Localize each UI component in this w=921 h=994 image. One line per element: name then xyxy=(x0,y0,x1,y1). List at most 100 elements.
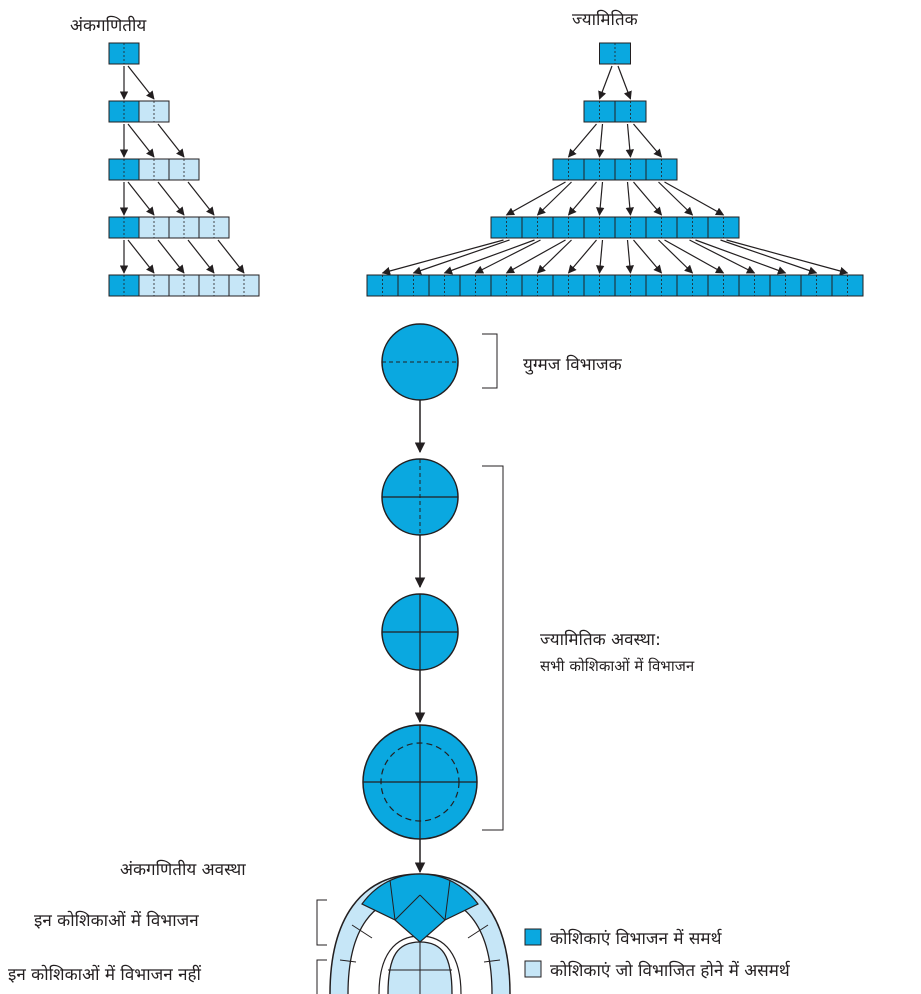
dividing-cell xyxy=(490,216,523,239)
dividing-cell xyxy=(707,274,740,297)
geometric-growth-diagram xyxy=(366,42,864,297)
dividing-cell xyxy=(769,274,802,297)
dividing-cell xyxy=(583,158,616,181)
legend-dividing-swatch xyxy=(524,928,542,946)
dividing-cell xyxy=(583,274,616,297)
division-arrow xyxy=(596,239,605,274)
dividing-cell xyxy=(428,274,461,297)
dividing-cell xyxy=(614,274,647,297)
division-arrow xyxy=(443,239,535,275)
dividing-cells-bracket xyxy=(316,899,327,946)
division-arrow xyxy=(536,181,572,216)
dividing-cell xyxy=(552,158,585,181)
dividing-cell xyxy=(521,274,554,297)
dividing-cell xyxy=(614,158,647,181)
division-arrow xyxy=(187,181,215,216)
dividing-cell xyxy=(108,100,140,123)
zygote-label: युग्मज विभाजक xyxy=(523,355,622,375)
dividing-cell xyxy=(614,100,647,123)
nondividing-cell xyxy=(168,274,200,297)
dividing-cell xyxy=(645,274,678,297)
four-cell-stage xyxy=(381,593,459,671)
dividing-cell xyxy=(599,42,631,65)
division-arrow xyxy=(658,181,694,216)
nondividing-cells-label: इन कोशिकाओं में विभाजन नहीं xyxy=(8,965,201,985)
dividing-cell xyxy=(707,216,740,239)
division-arrow xyxy=(567,239,597,274)
division-arrow xyxy=(596,123,605,158)
dividing-cell xyxy=(645,216,678,239)
dividing-cell xyxy=(521,216,554,239)
geometric-phase-sublabel: सभी कोशिकाओं में विभाजन xyxy=(540,657,695,675)
zygote-cell xyxy=(381,323,459,401)
nondividing-cell xyxy=(198,274,230,297)
division-arrow xyxy=(127,239,155,274)
division-arrow xyxy=(127,123,155,158)
legend-nondividing-swatch xyxy=(524,960,542,978)
division-arrow xyxy=(157,181,185,216)
division-arrow xyxy=(412,239,510,275)
arithmetic-growth-diagram xyxy=(108,42,260,297)
division-arrow xyxy=(658,239,694,274)
division-arrow xyxy=(633,123,663,158)
dividing-cells-label: इन कोशिकाओं में विभाजन xyxy=(34,911,199,931)
dividing-cell xyxy=(738,274,771,297)
division-arrow xyxy=(695,239,787,275)
division-arrow xyxy=(127,181,155,216)
two-cell-stage xyxy=(381,458,459,536)
dividing-cell xyxy=(490,274,523,297)
division-arrow xyxy=(127,65,155,100)
geometric-phase-label: ज्यामितिक अवस्था: xyxy=(540,630,661,650)
division-arrow xyxy=(625,239,634,274)
dividing-cell xyxy=(459,274,492,297)
division-arrow xyxy=(664,239,725,274)
arithmetic-title: अंकगणितीय xyxy=(70,16,147,36)
division-arrow xyxy=(187,239,215,274)
nondividing-cell xyxy=(228,274,260,297)
dividing-cell xyxy=(583,100,616,123)
division-arrow xyxy=(505,239,566,274)
division-arrow xyxy=(567,181,597,216)
division-arrow xyxy=(505,181,566,216)
division-arrow xyxy=(598,65,613,100)
nondividing-cell xyxy=(168,216,200,239)
geometric-phase-bracket xyxy=(482,465,504,831)
dividing-cell xyxy=(108,274,140,297)
nondividing-cell xyxy=(138,100,170,123)
dividing-cell xyxy=(583,216,616,239)
division-arrow xyxy=(217,239,245,274)
dividing-cell xyxy=(800,274,833,297)
geometric-title: ज्यामितिक xyxy=(572,10,638,30)
dividing-cell xyxy=(614,216,647,239)
dividing-cell xyxy=(366,274,399,297)
dividing-cell xyxy=(397,274,430,297)
dividing-cell xyxy=(676,274,709,297)
division-arrow xyxy=(157,239,185,274)
zygote-bracket xyxy=(482,333,498,389)
legend-nondividing-label: कोशिकाएं जो विभाजित होने में असमर्थ xyxy=(550,961,790,981)
meristem-tip xyxy=(329,873,511,994)
nondividing-cell xyxy=(168,158,200,181)
division-arrow xyxy=(633,239,663,274)
arithmetic-phase-label: अंकगणितीय अवस्था xyxy=(120,860,246,880)
division-arrow xyxy=(689,239,756,274)
division-arrow xyxy=(625,181,634,216)
division-arrow xyxy=(625,123,634,158)
division-arrow xyxy=(617,65,632,100)
division-arrow xyxy=(726,239,849,276)
eight-cell-stage xyxy=(362,724,478,840)
division-arrow xyxy=(157,123,185,158)
nondividing-cell xyxy=(138,216,170,239)
dividing-cell xyxy=(108,42,140,65)
nondividing-cell xyxy=(138,158,170,181)
legend-dividing-label: कोशिकाएं विभाजन में समर्थ xyxy=(550,929,722,949)
dividing-cell xyxy=(108,158,140,181)
division-arrow xyxy=(596,181,605,216)
dividing-cell xyxy=(108,216,140,239)
division-arrow xyxy=(536,239,572,274)
nondividing-cell xyxy=(198,216,230,239)
division-arrow xyxy=(633,181,663,216)
division-arrow xyxy=(381,239,504,276)
division-arrow xyxy=(474,239,541,274)
dividing-cell xyxy=(552,216,585,239)
